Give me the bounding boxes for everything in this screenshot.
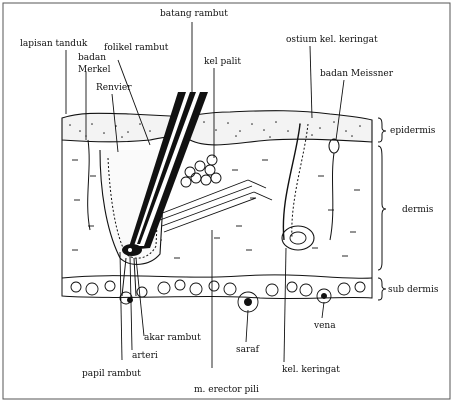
label-badan-meissner: badan Meissner: [320, 69, 394, 79]
label-m-erector-pili: m. erector pili: [194, 385, 259, 395]
label-vena: vena: [313, 321, 336, 331]
label-arteri: arteri: [132, 351, 158, 361]
label-lapisan-tanduk: lapisan tanduk: [20, 39, 88, 49]
label-dermis: dermis: [402, 205, 434, 215]
label-saraf: saraf: [236, 345, 260, 355]
label-ostium: ostium kel. keringat: [286, 35, 378, 45]
label-akar-rambut: akar rambut: [144, 333, 201, 343]
label-folikel-rambut: folikel rambut: [104, 43, 169, 53]
label-papil-rambut: papil rambut: [82, 369, 141, 379]
label-sub-dermis: sub dermis: [388, 285, 439, 295]
label-merkel: Merkel: [78, 65, 111, 75]
epidermis-layer: [62, 111, 372, 145]
label-batang-rambut: batang rambut: [160, 9, 228, 19]
label-renvier: Renvier: [96, 83, 132, 93]
label-epidermis: epidermis: [390, 126, 436, 136]
label-badan: badan: [78, 53, 106, 63]
label-kel-palit: kel palit: [204, 57, 241, 67]
label-kel-keringat: kel. keringat: [282, 365, 340, 375]
